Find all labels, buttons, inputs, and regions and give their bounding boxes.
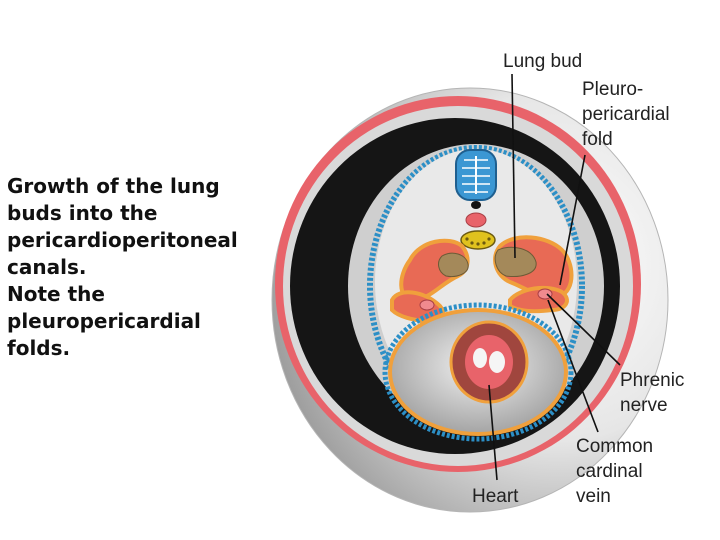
foregut (460, 230, 496, 250)
label-common-cardinal-vein-1: Common (576, 436, 653, 457)
caption: Growth of the lung buds into the pericar… (7, 173, 257, 362)
caption-line: folds. (7, 336, 71, 360)
heart-chamber-right (489, 351, 505, 373)
dorsal-aorta (465, 212, 487, 228)
right-lung-bud (494, 246, 537, 277)
label-common-cardinal-vein-2: cardinal (576, 461, 643, 482)
label-pleuropericardial-fold-2: pericardial (582, 104, 670, 125)
label-lung-bud: Lung bud (503, 51, 582, 72)
label-phrenic-nerve-2: nerve (620, 395, 668, 416)
pericardial-lining (382, 302, 574, 442)
left-lung-bud (438, 252, 469, 277)
label-pleuropericardial-fold-3: fold (582, 129, 613, 150)
label-phrenic-nerve-1: Phrenic (620, 370, 684, 391)
neural-tube-ridges (462, 159, 490, 193)
label-common-cardinal-vein-3: vein (576, 486, 611, 507)
label-heart: Heart (472, 486, 519, 507)
caption-line: Growth of the lung (7, 174, 220, 198)
heart-chamber-left (473, 348, 487, 368)
right-lateral-fold (508, 285, 569, 314)
caption-line: Note the (7, 282, 105, 306)
left-cardinal-vein (419, 299, 435, 311)
caption-line: canals. (7, 255, 87, 279)
foregut-cells (465, 237, 491, 246)
caption-line: pleuropericardial (7, 309, 201, 333)
notochord (471, 201, 481, 209)
caption-line: pericardioperitoneal (7, 228, 238, 252)
label-pleuropericardial-fold-1: Pleuro- (582, 79, 643, 100)
leader-lines (488, 73, 621, 481)
caption-line: buds into the (7, 201, 158, 225)
